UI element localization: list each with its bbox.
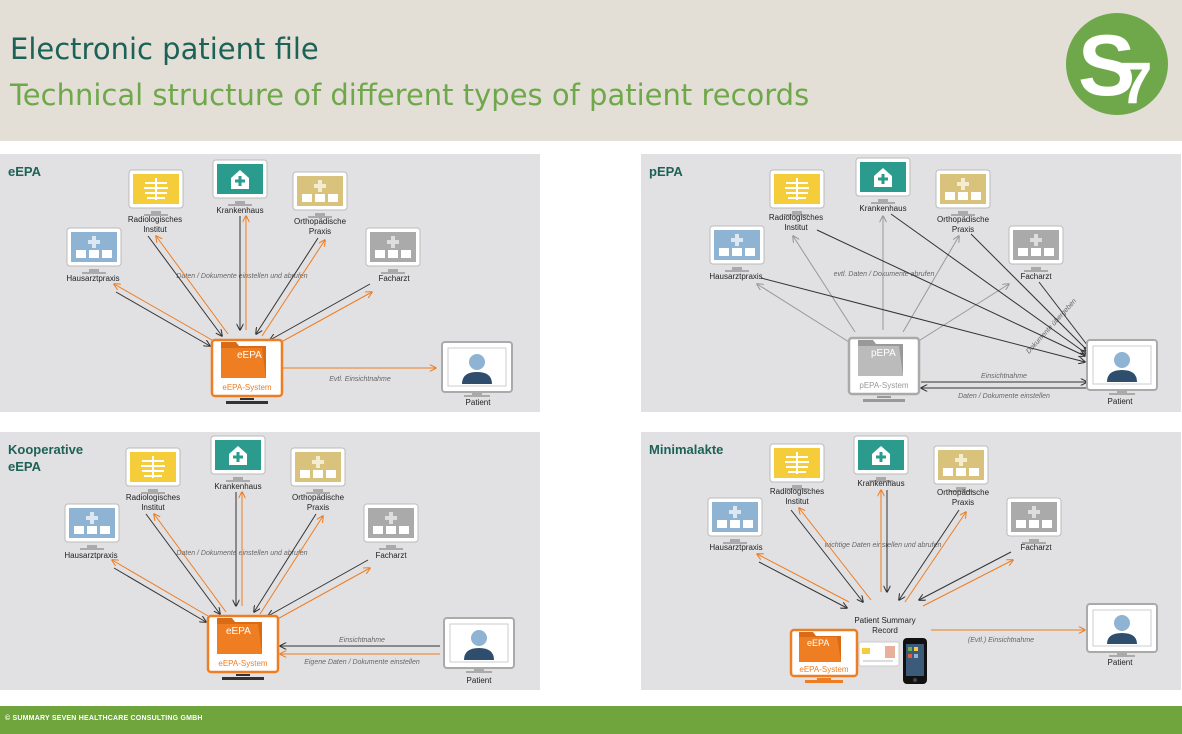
panel-title: pEPA bbox=[649, 164, 683, 179]
ortho-label: Orthopädische bbox=[937, 215, 990, 224]
epa-system-monitor: pEPA pEPA-System bbox=[847, 336, 921, 402]
psr-label-2: Record bbox=[872, 626, 898, 635]
panel-title-2: eEPA bbox=[8, 459, 42, 474]
specialist-monitor bbox=[363, 503, 419, 550]
folder-label: eEPA bbox=[237, 350, 262, 361]
ortho-label-2: Praxis bbox=[307, 503, 329, 512]
patient-label: Patient bbox=[1108, 397, 1134, 406]
specialist-monitor bbox=[365, 227, 421, 274]
hospital-label: Krankenhaus bbox=[857, 479, 904, 488]
hospital-label: Krankenhaus bbox=[214, 482, 261, 491]
system-label: pEPA-System bbox=[859, 381, 909, 390]
patient-label: Patient bbox=[1108, 658, 1134, 667]
gp-monitor bbox=[64, 503, 120, 550]
epa-system-monitor: eEPA eEPA-System bbox=[789, 628, 859, 683]
epa-system-monitor: eEPA eEPA-System bbox=[210, 338, 284, 404]
gp-label: Hausarztpraxis bbox=[64, 551, 117, 560]
specialist-monitor bbox=[1008, 225, 1064, 272]
bottom-link-label: Eigene Daten / Dokumente einstellen bbox=[304, 659, 420, 666]
orthopedic-monitor bbox=[933, 445, 989, 492]
patient-monitor bbox=[443, 617, 515, 673]
patient-label: Patient bbox=[467, 676, 493, 685]
logo-digit-7: 7 bbox=[1120, 51, 1152, 115]
folder-label: pEPA bbox=[871, 348, 896, 359]
patient-link-label: Evtl. Einsichtnahme bbox=[329, 376, 391, 383]
specialist-label: Facharzt bbox=[1020, 272, 1052, 281]
orthopedic-monitor bbox=[290, 447, 346, 494]
health-card-icon bbox=[858, 641, 900, 667]
gp-label: Hausarztpraxis bbox=[709, 272, 762, 281]
header-bar: Electronic patient file Technical struct… bbox=[0, 0, 1182, 141]
radiology-monitor bbox=[769, 443, 825, 490]
specialist-label: Facharzt bbox=[375, 551, 407, 560]
gp-label: Hausarztpraxis bbox=[66, 274, 119, 283]
system-label: eEPA-System bbox=[222, 383, 272, 392]
folder-label: eEPA bbox=[226, 626, 251, 637]
patient-label: Patient bbox=[466, 398, 492, 407]
logo-letter-s: S bbox=[1078, 18, 1135, 114]
patient-monitor bbox=[1086, 603, 1158, 657]
epa-system-monitor: eEPA eEPA-System bbox=[206, 614, 280, 680]
specialist-monitor bbox=[1006, 497, 1062, 544]
radiology-label-2: Institut bbox=[141, 503, 165, 512]
radiology-monitor bbox=[769, 169, 825, 216]
radiology-label-2: Institut bbox=[785, 497, 809, 506]
gp-monitor bbox=[709, 225, 765, 272]
edge-label: Daten / Dokumente einstellen und abrufen bbox=[176, 273, 307, 280]
hospital-monitor bbox=[853, 435, 909, 482]
bottom-link-label: Daten / Dokumente einstellen bbox=[958, 393, 1050, 400]
panel-title: Minimalakte bbox=[649, 442, 723, 457]
patient-monitor bbox=[441, 341, 513, 397]
radiology-label: Radiologisches bbox=[769, 213, 823, 222]
panel-eepa: eEPA Radiologisches Institut Krankenhaus… bbox=[0, 154, 540, 412]
radiology-label: Radiologisches bbox=[126, 493, 180, 502]
ortho-label-2: Praxis bbox=[309, 227, 331, 236]
hospital-monitor bbox=[212, 159, 268, 206]
hospital-monitor bbox=[855, 157, 911, 204]
panel-pepa: pEPA Radiologisches Institut Krankenhaus… bbox=[641, 154, 1181, 412]
hospital-label: Krankenhaus bbox=[216, 206, 263, 215]
top-link-label: Einsichtnahme bbox=[339, 637, 385, 644]
specialist-label: Facharzt bbox=[1020, 543, 1052, 552]
patient-link-label: (Evtl.) Einsichtnahme bbox=[968, 637, 1034, 644]
radiology-label-2: Institut bbox=[784, 223, 808, 232]
patient-monitor bbox=[1086, 339, 1158, 395]
gp-monitor bbox=[66, 227, 122, 274]
radiology-label: Radiologisches bbox=[770, 487, 824, 496]
radiology-label-2: Institut bbox=[143, 225, 167, 234]
ortho-label-2: Praxis bbox=[952, 225, 974, 234]
panel-minimalakte: Minimalakte Radiologisches Institut Kran… bbox=[641, 432, 1181, 690]
panel-kooperative-eepa: Kooperative eEPA Radiologisches Institut… bbox=[0, 432, 540, 690]
page-title: Electronic patient file bbox=[10, 32, 319, 66]
ortho-label: Orthopädische bbox=[937, 488, 990, 497]
system-label: eEPA-System bbox=[218, 659, 268, 668]
page-subtitle: Technical structure of different types o… bbox=[10, 78, 810, 112]
footer-bar: © SUMMARY SEVEN HEALTHCARE CONSULTING GM… bbox=[0, 706, 1182, 734]
panel-title: Kooperative bbox=[8, 442, 83, 457]
radiology-monitor bbox=[125, 447, 181, 494]
orthopedic-monitor bbox=[292, 171, 348, 218]
hospital-monitor bbox=[210, 435, 266, 482]
orthopedic-monitor bbox=[935, 169, 991, 216]
s7-logo: S 7 bbox=[1066, 13, 1168, 115]
gp-label: Hausarztpraxis bbox=[709, 543, 762, 552]
diag-label: Dokumente übergeben bbox=[1025, 298, 1078, 356]
folder-label: eEPA bbox=[807, 638, 829, 648]
edge-label: evtl. Daten / Dokumente abrufen bbox=[834, 271, 935, 278]
smartphone-icon bbox=[903, 638, 927, 684]
radiology-label: Radiologisches bbox=[128, 215, 182, 224]
hospital-label: Krankenhaus bbox=[859, 204, 906, 213]
gp-monitor bbox=[707, 497, 763, 544]
ortho-label: Orthopädische bbox=[292, 493, 345, 502]
psr-label: Patient Summary bbox=[854, 616, 915, 625]
ortho-label: Orthopädische bbox=[294, 217, 347, 226]
panel-title: eEPA bbox=[8, 164, 42, 179]
radiology-monitor bbox=[128, 169, 184, 216]
ortho-label-2: Praxis bbox=[952, 498, 974, 507]
top-link-label: Einsichtnahme bbox=[981, 373, 1027, 380]
specialist-label: Facharzt bbox=[378, 274, 410, 283]
system-label: eEPA-System bbox=[799, 665, 849, 674]
edge-label: wichtige Daten einstellen und abrufen bbox=[825, 542, 942, 549]
copyright-text: © SUMMARY SEVEN HEALTHCARE CONSULTING GM… bbox=[5, 715, 203, 722]
